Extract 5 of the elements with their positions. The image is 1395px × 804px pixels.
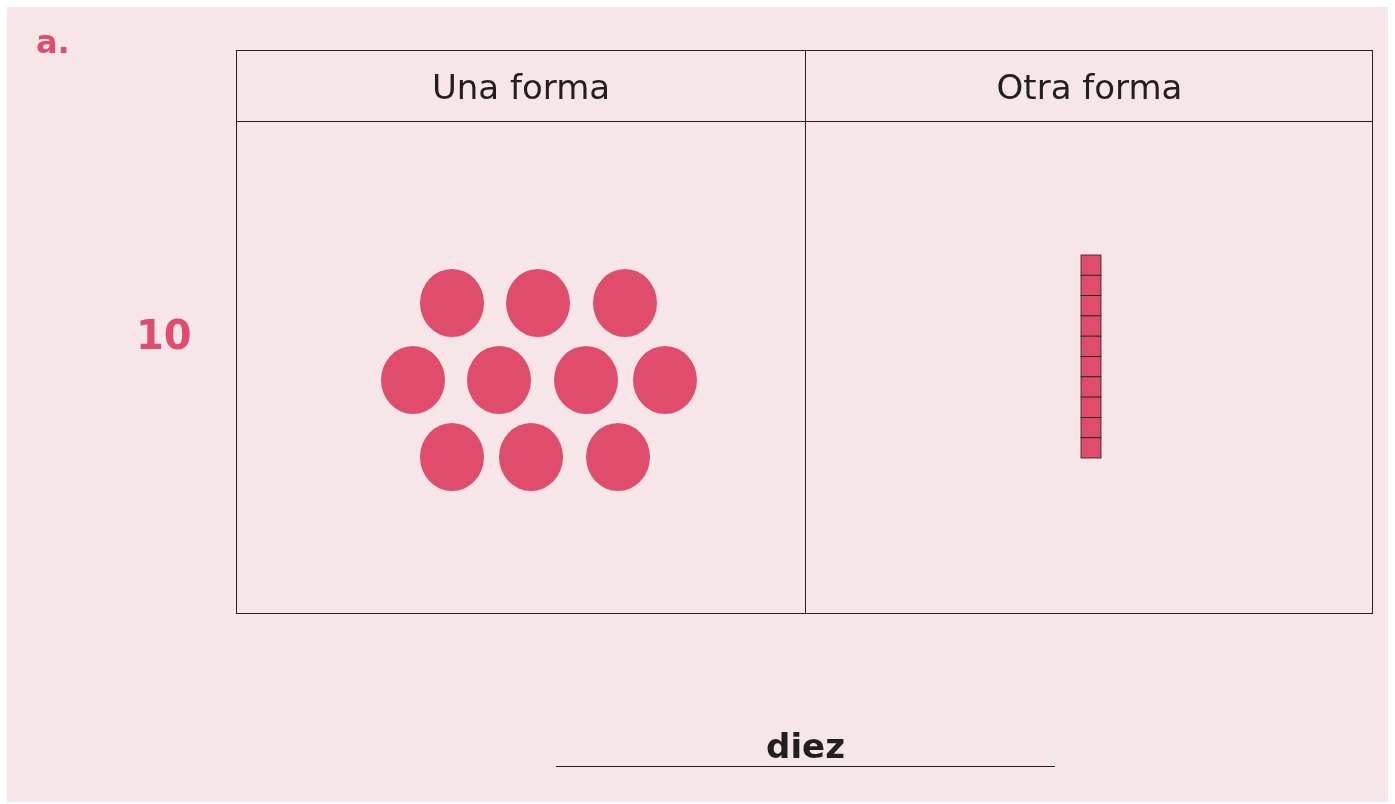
column-header: Una forma: [430, 65, 612, 109]
column-header: Otra forma: [995, 65, 1184, 109]
exercise-letter: a.: [36, 22, 70, 62]
fill-in-line: diez: [556, 726, 1055, 767]
number-label: 10: [136, 312, 192, 358]
